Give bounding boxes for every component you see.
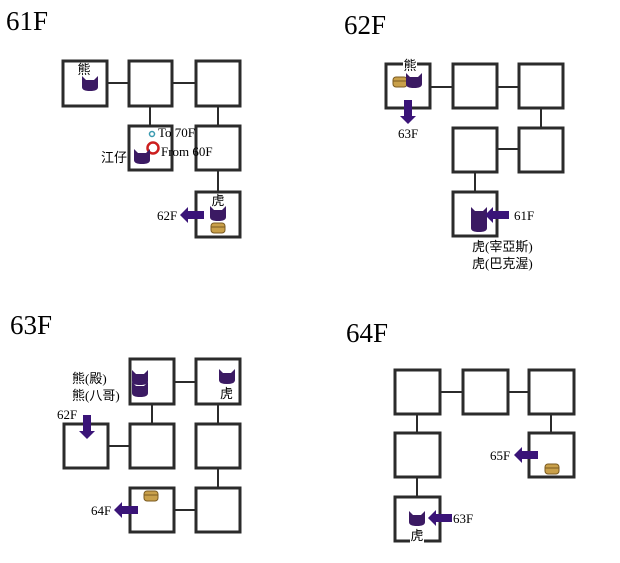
room — [128, 422, 176, 470]
floor-61f: 61F 熊 To 70F From 60F 江仔 虎 62F — [6, 6, 242, 239]
chest-icon — [143, 490, 159, 502]
room — [127, 59, 174, 108]
monster-label: 虎(巴克渥) — [472, 256, 533, 271]
stairs-label: 63F — [453, 511, 473, 526]
floor-title: 64F — [346, 318, 388, 348]
room — [393, 368, 442, 416]
room — [194, 59, 242, 108]
exit-dot-icon — [148, 130, 156, 138]
room — [517, 126, 565, 174]
floor-63f: 63F 熊(殿) 熊(八哥) 虎 62F 64F — [10, 310, 242, 534]
monster-label: 江仔 — [101, 150, 127, 165]
start-ring-icon — [146, 141, 160, 155]
monster-label: 熊(殿) — [72, 371, 107, 386]
stairs-label: 62F — [57, 407, 77, 422]
monster-label: 虎 — [211, 193, 224, 208]
room — [194, 357, 242, 406]
entry-label: From 60F — [161, 144, 213, 159]
room — [517, 62, 565, 110]
monster-label: 熊 — [403, 58, 416, 73]
floor-title: 61F — [6, 6, 48, 36]
monster-label: 虎 — [220, 386, 233, 401]
room — [527, 368, 576, 416]
monster-label: 熊(八哥) — [72, 388, 120, 403]
monster-label: 熊 — [77, 62, 90, 77]
stairs-label: 65F — [490, 448, 510, 463]
monster-label: 虎(宰亞斯) — [472, 239, 533, 254]
stairs-label: 61F — [514, 208, 534, 223]
room — [194, 124, 242, 172]
room — [461, 368, 510, 416]
room — [194, 486, 242, 534]
floor-title: 62F — [344, 10, 386, 40]
room — [451, 126, 499, 174]
monster-label: 虎 — [410, 528, 423, 543]
room — [194, 422, 242, 470]
chest-icon — [210, 222, 226, 234]
floor-62f: 62F 熊 63F 61F 虎(宰亞斯) 虎(巴克渥) — [344, 10, 565, 271]
room — [393, 431, 442, 479]
floor-title: 63F — [10, 310, 52, 340]
stairs-label: 64F — [91, 503, 111, 518]
chest-icon — [392, 76, 408, 88]
chest-icon — [544, 463, 560, 475]
floor-64f: 64F 65F 63F 虎 — [346, 318, 576, 544]
stairs-label: 63F — [398, 126, 418, 141]
stairs-label: 62F — [157, 208, 177, 223]
room — [451, 62, 499, 110]
exit-label: To 70F — [158, 125, 195, 140]
